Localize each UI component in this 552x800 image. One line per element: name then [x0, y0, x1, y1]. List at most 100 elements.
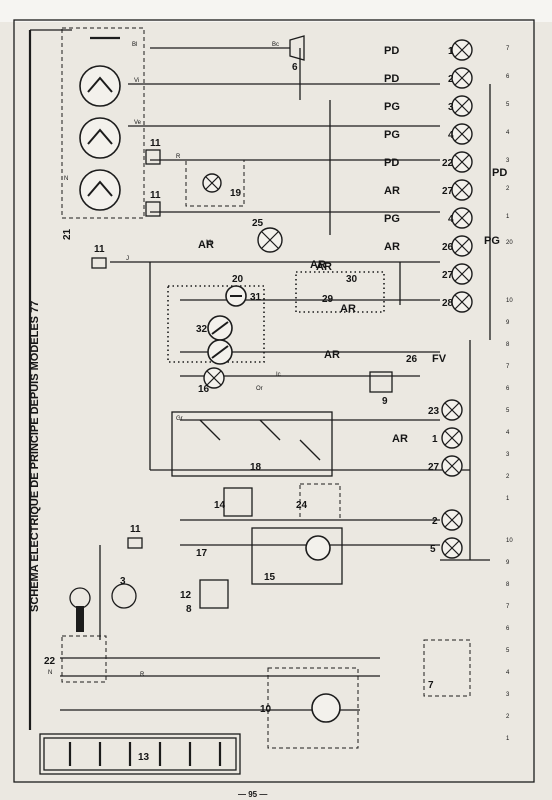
lamp-ar-27b: [451, 263, 473, 285]
edge-scale-mark: 10: [506, 538, 513, 544]
switch-block-18: [171, 411, 333, 477]
component-10: 10: [260, 704, 272, 715]
component-19: 19: [230, 188, 242, 199]
component-24: 24: [296, 500, 308, 511]
edge-scale-mark: 7: [506, 364, 510, 370]
diagram-title: SCHEMA ELECTRIQUE DE PRINCIPE DEPUIS MOD…: [29, 301, 41, 612]
switch-9: [369, 371, 393, 393]
lamp-group-label: PG: [384, 101, 400, 113]
component-32: 32: [196, 324, 208, 335]
instrument-31: [225, 285, 247, 307]
component-22: 22: [44, 656, 56, 667]
edge-scale-mark: 3: [506, 158, 510, 164]
component-6: 6: [292, 62, 298, 73]
lamp-number: 1: [448, 46, 454, 57]
edge-scale-mark: 9: [506, 560, 510, 566]
edge-scale-mark: 20: [506, 240, 513, 246]
lamp-5: [441, 509, 463, 531]
component-7: 7: [428, 680, 434, 691]
edge-scale-mark: 7: [506, 604, 510, 610]
lamp-group-label: AR: [340, 303, 356, 315]
edge-scale-mark: 8: [506, 342, 510, 348]
component-17: 17: [196, 548, 208, 559]
edge-scale-mark: 2: [506, 186, 510, 192]
lamp-ar-28: [451, 291, 473, 313]
component-31: 31: [250, 292, 262, 303]
component-26: 26: [406, 354, 418, 365]
lamp-number: 3: [448, 102, 454, 113]
edge-scale: 1 2 3 4 5 6 7 8 9 10 1 2 3 4 5 6 7 8 9 1…: [506, 46, 513, 742]
lamp-pd-2: [451, 67, 473, 89]
relay-14: [223, 487, 253, 517]
component-13: 13: [138, 752, 150, 763]
component-20: 20: [232, 274, 244, 285]
component-1: 1: [432, 434, 438, 445]
component-8: 8: [186, 604, 192, 615]
mid-label-ar4: AR: [392, 433, 408, 445]
lamp-pd-22: [451, 151, 473, 173]
lamp-number: 2: [448, 74, 454, 85]
starter-10: [267, 667, 359, 749]
wire-code-labels: Bl R Vi Ve Mr Gr Ic Or N R: [48, 42, 281, 678]
component-3: 3: [120, 576, 126, 587]
edge-scale-mark: 5: [506, 408, 510, 414]
edge-scale-mark: 7: [506, 46, 510, 52]
starter-motor: [311, 693, 341, 723]
lamp-number: 4: [448, 130, 454, 141]
fuse-11-top: 11 11 11 11: [91, 138, 161, 549]
module-21-box: [61, 27, 145, 219]
mid-label-ar3: AR: [324, 349, 340, 361]
edge-scale-mark: 5: [506, 648, 510, 654]
edge-scale-mark: 6: [506, 386, 510, 392]
lamp-number: 27: [442, 186, 454, 197]
wire-code-n-1: N: [64, 176, 68, 182]
regulator-7: [423, 639, 471, 697]
right-label-pg: PG: [484, 235, 500, 247]
lamp-labels: PD PD PG PG PD AR PG AR AR AR 1 2 3 4 22…: [316, 45, 454, 315]
component-11-d: 11: [130, 524, 141, 535]
harness-lines: [28, 29, 491, 730]
edge-scale-mark: 10: [506, 298, 513, 304]
module-12: [199, 579, 229, 609]
lamp-number: 4: [448, 214, 454, 225]
wire-code: R: [176, 154, 181, 160]
lamp-ar-27: [451, 179, 473, 201]
lamp-column: [451, 39, 473, 313]
mid-label-ar2: AR: [310, 259, 326, 271]
scan-margin: [0, 0, 552, 22]
component-16: 16: [198, 384, 210, 395]
gauge-25: [257, 227, 283, 253]
cluster-box: [167, 285, 265, 363]
edge-scale-mark: 1: [506, 496, 510, 502]
wire-code: Ve: [134, 120, 142, 126]
module-21-dials: [79, 65, 121, 211]
lamp-number: 22: [442, 158, 454, 169]
wire-code: Or: [256, 386, 263, 392]
lamp-pg-3: [451, 95, 473, 117]
relay-19-box: [185, 159, 245, 207]
lamp-group-label: PD: [384, 157, 399, 169]
wire-code: Bl: [132, 42, 137, 48]
edge-scale-mark: 1: [506, 736, 510, 742]
component-11-b: 11: [150, 190, 161, 201]
wire-code: Mr: [206, 240, 213, 246]
edge-scale-mark: 6: [506, 626, 510, 632]
right-label-pd: PD: [492, 167, 507, 179]
edge-scale-mark: 2: [506, 714, 510, 720]
lamp-1: [441, 427, 463, 449]
lamp-number: 28: [442, 298, 454, 309]
lamp-group-label: AR: [384, 241, 400, 253]
wire-code-j: J: [126, 256, 129, 262]
edge-scale-mark: 3: [506, 692, 510, 698]
lamp-pg-4b: [451, 207, 473, 229]
edge-scale-mark: 4: [506, 430, 510, 436]
lamp-ar-26: [451, 235, 473, 257]
component-11-c: 11: [94, 244, 105, 255]
component-14: 14: [214, 500, 226, 511]
edge-scale-mark: 4: [506, 130, 510, 136]
edge-scale-mark: 2: [506, 474, 510, 480]
edge-scale-mark: 9: [506, 320, 510, 326]
lamp-number: 27: [442, 270, 454, 281]
